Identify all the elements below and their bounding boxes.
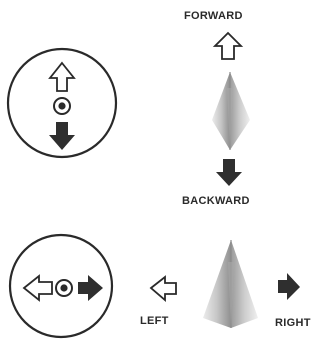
joystick-forward-backward-icon xyxy=(8,49,116,157)
right-label: RIGHT xyxy=(275,317,311,329)
left-label: LEFT xyxy=(140,315,169,327)
joystick-down-arrow-icon xyxy=(49,122,75,150)
joystick-right-arrow-icon xyxy=(78,275,103,301)
arrow-right-solid-icon xyxy=(278,273,300,300)
joystick-center-dot-icon xyxy=(58,102,65,109)
arrow-left-outline-icon xyxy=(151,277,176,300)
joystick-left-arrow-icon xyxy=(24,276,52,300)
backward-label: BACKWARD xyxy=(182,195,250,207)
paper-plane-icon xyxy=(203,240,258,328)
forward-label: FORWARD xyxy=(184,10,243,22)
arrow-down-solid-icon xyxy=(216,159,242,186)
paper-plane-icon xyxy=(212,72,250,150)
joystick-up-arrow-icon xyxy=(50,63,74,91)
arrow-up-outline-icon xyxy=(215,33,241,59)
joystick-left-right-icon xyxy=(10,235,112,337)
joystick-center-dot-icon xyxy=(60,284,67,291)
